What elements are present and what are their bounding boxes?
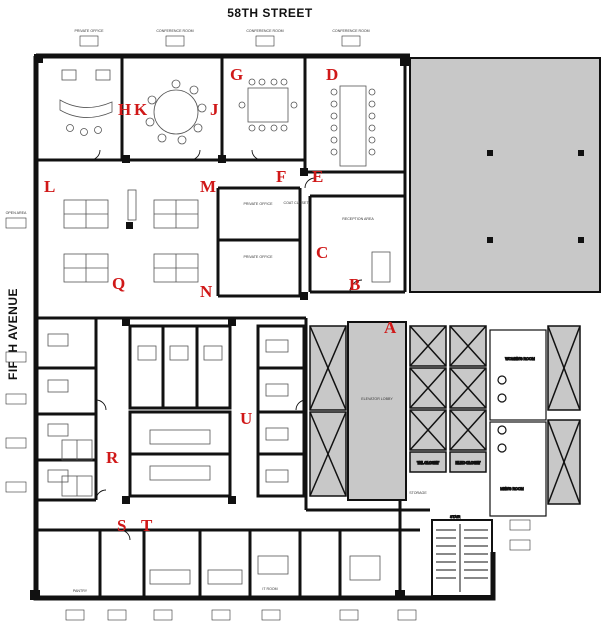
stair-label: STAIR <box>450 515 461 519</box>
room-text-labels: PRIVATE OFFICE CONFERENCE ROOM CONFERENC… <box>6 29 428 593</box>
room-letter-labels: G D H K J F E L M C B Q N A U R S T <box>44 65 397 535</box>
private-office-label-m1: PRIVATE OFFICE <box>243 202 273 206</box>
interior-walls <box>36 56 430 598</box>
elevator-bank-left <box>309 325 347 497</box>
room-letter-j: J <box>210 100 219 119</box>
room-letter-e: E <box>312 167 323 186</box>
it-room-label: IT ROOM <box>262 587 277 591</box>
room-letter-k: K <box>134 100 148 119</box>
pantry-label: PANTRY <box>73 589 88 593</box>
room-letter-g: G <box>230 65 243 84</box>
utility-closets: TEL CLOSET ELEC CLOSET <box>409 451 487 473</box>
coat-closet-label: COAT CLOSET <box>283 201 309 205</box>
private-office-label-m2: PRIVATE OFFICE <box>243 255 273 259</box>
room-tags <box>5 35 531 621</box>
core-area-northeast <box>409 57 601 293</box>
room-letter-h: H <box>118 100 131 119</box>
room-letter-s: S <box>117 516 126 535</box>
room-letter-f: F <box>276 167 286 186</box>
elec-closet-label: ELEC CLOSET <box>456 461 482 465</box>
furniture <box>47 69 391 585</box>
storage-label: STORAGE <box>409 491 427 495</box>
conference-room-label-k: CONFERENCE ROOM <box>156 29 193 33</box>
room-letter-n: N <box>200 282 213 301</box>
structural-columns <box>30 54 410 600</box>
room-letter-b: B <box>349 275 360 294</box>
mens-room-label: MEN'S ROOM <box>500 487 523 491</box>
room-letter-m: M <box>200 177 216 196</box>
room-letter-u: U <box>240 409 252 428</box>
private-office-label-north: PRIVATE OFFICE <box>74 29 104 33</box>
core-area-elevator-lobby: ELEVATOR LOBBY <box>347 321 407 501</box>
elevator-bank-right <box>409 325 581 505</box>
room-letter-c: C <box>316 243 328 262</box>
room-letter-a: A <box>384 318 397 337</box>
restrooms: WOMEN'S ROOM MEN'S ROOM <box>489 329 547 517</box>
reception-area-label: RECEPTION AREA <box>342 217 374 221</box>
tel-closet-label: TEL CLOSET <box>417 461 440 465</box>
room-letter-t: T <box>141 516 153 535</box>
street-label-58th: 58TH STREET <box>227 6 313 20</box>
open-area-label: OPEN AREA <box>6 211 27 215</box>
stair: STAIR <box>431 515 493 597</box>
doors <box>89 149 363 541</box>
room-letter-q: Q <box>112 274 125 293</box>
conference-room-label-d: CONFERENCE ROOM <box>332 29 369 33</box>
elevator-lobby-label: ELEVATOR LOBBY <box>361 397 393 401</box>
room-letter-l: L <box>44 177 55 196</box>
womens-room-label: WOMEN'S ROOM <box>505 357 534 361</box>
room-letter-r: R <box>106 448 119 467</box>
conference-room-label-g: CONFERENCE ROOM <box>246 29 283 33</box>
room-letter-d: D <box>326 65 338 84</box>
